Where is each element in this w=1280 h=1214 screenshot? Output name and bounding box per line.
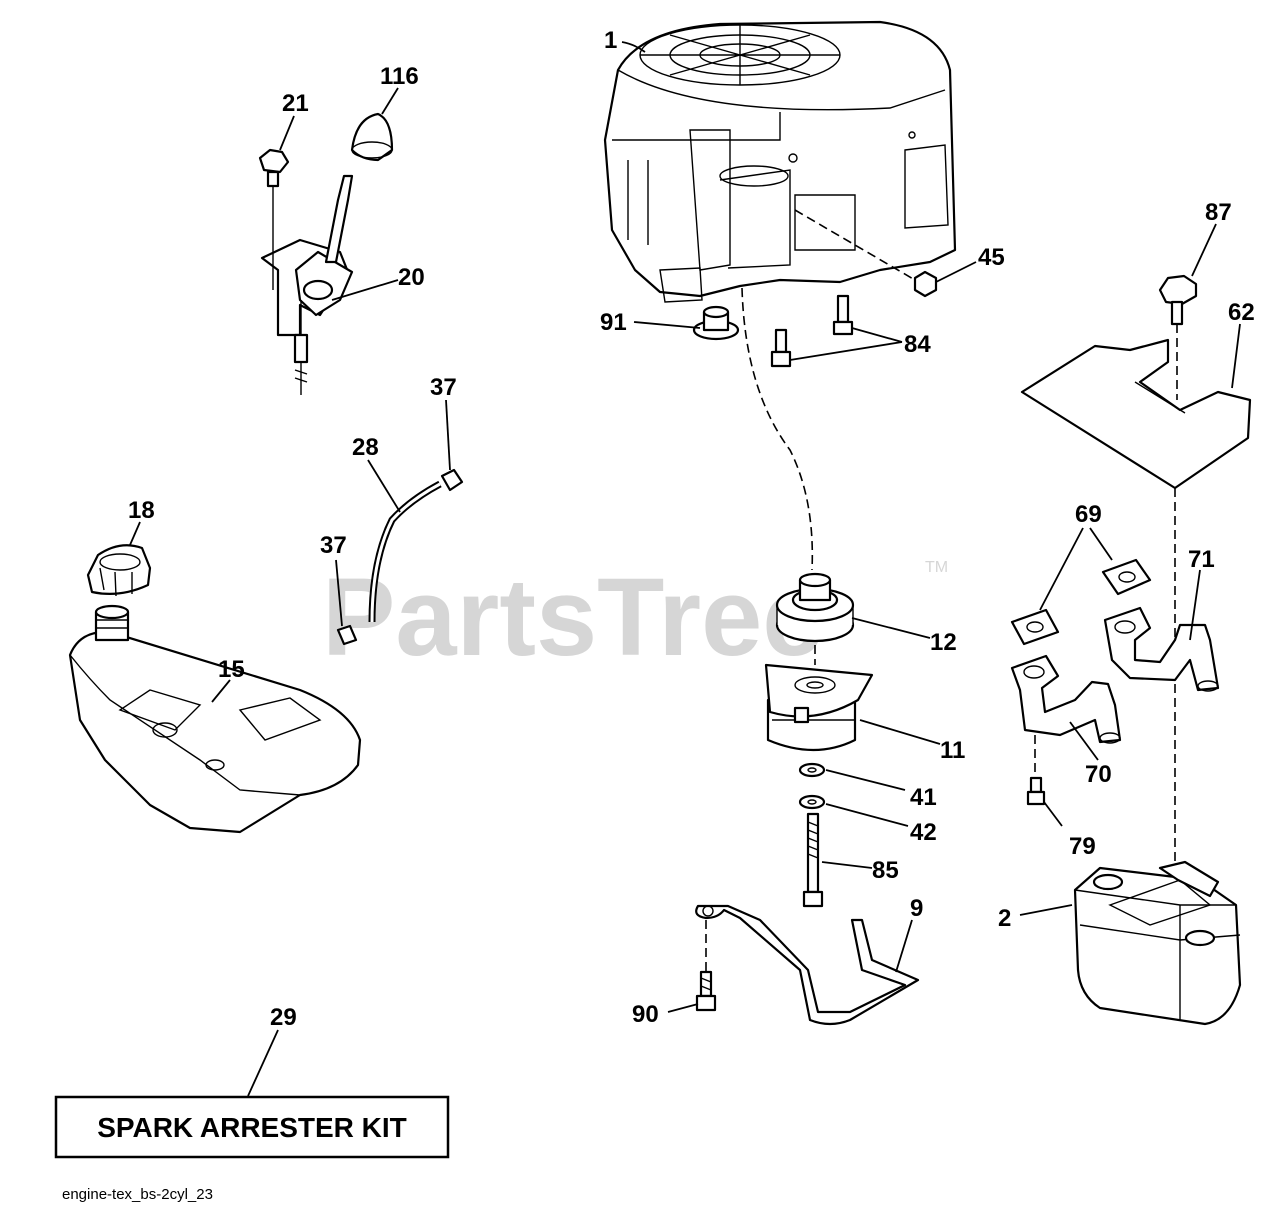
leader-85 [821, 861, 873, 869]
leader-11 [859, 719, 941, 745]
clutch-11-part[interactable] [764, 663, 874, 752]
muffler-2-part[interactable] [1073, 860, 1242, 1026]
knob-87-part[interactable] [1158, 274, 1198, 326]
leader-87 [1191, 223, 1217, 277]
leader-69a [1039, 527, 1084, 611]
callout-29: 29 [270, 1004, 297, 1031]
callout-116: 116 [380, 63, 419, 90]
bracket-9-part[interactable] [695, 904, 920, 1026]
fuel-tank-15-part[interactable] [68, 604, 362, 834]
fuel-cap-18-part[interactable] [86, 544, 152, 597]
spark-arrester-kit-box[interactable]: SPARK ARRESTER KIT [54, 1095, 450, 1159]
leader-29 [247, 1029, 279, 1097]
leader-71 [1189, 569, 1201, 641]
callout-20: 20 [398, 264, 425, 291]
leader-15 [211, 679, 231, 703]
watermark-trademark: TM [925, 559, 948, 576]
leader-37a [445, 399, 451, 471]
cable-end-part[interactable] [293, 333, 309, 383]
diagram-code: engine-tex_bs-2cyl_23 [62, 1186, 213, 1203]
leader-1 [621, 41, 646, 53]
spark-arrester-kit-label: SPARK ARRESTER KIT [97, 1112, 407, 1143]
fuel-line-28-part[interactable] [368, 480, 442, 623]
watermark-text: PartsTree [322, 556, 823, 679]
leader-69b [1089, 527, 1113, 561]
callout-69: 69 [1075, 501, 1102, 528]
leader-116 [381, 87, 399, 115]
callout-28: 28 [352, 434, 379, 461]
leader-41 [825, 769, 906, 791]
engine-part[interactable] [603, 20, 957, 303]
nut-45-part[interactable] [913, 270, 938, 298]
callout-12: 12 [930, 629, 957, 656]
bolt-84-part[interactable] [770, 294, 854, 368]
gasket-69a-part[interactable] [1101, 558, 1152, 596]
callout-42: 42 [910, 819, 937, 846]
washer-42-part[interactable] [798, 794, 826, 810]
gasket-69b-part[interactable] [1010, 608, 1060, 646]
callout-71: 71 [1188, 546, 1215, 573]
callout-91: 91 [600, 309, 627, 336]
leader-42 [825, 803, 909, 827]
callout-45: 45 [978, 244, 1005, 271]
leader-62 [1231, 323, 1241, 389]
callout-62: 62 [1228, 299, 1255, 326]
callout-37-lower: 37 [320, 532, 347, 559]
leader-28 [367, 459, 401, 513]
callout-9: 9 [910, 895, 923, 922]
heat-shield-62-part[interactable] [1020, 338, 1252, 490]
callout-11: 11 [940, 737, 965, 764]
bolt-79-part[interactable] [1026, 776, 1046, 806]
throttle-control-20-part[interactable] [260, 174, 354, 337]
leader-12 [851, 617, 931, 639]
leader-37b [335, 559, 343, 627]
callout-85: 85 [872, 857, 899, 884]
leader-90 [667, 1003, 699, 1013]
leader-2 [1019, 904, 1073, 916]
exhaust-pipe-71-part[interactable] [1103, 606, 1220, 692]
leader-79 [1043, 801, 1063, 827]
leader-21 [279, 115, 295, 151]
callout-70: 70 [1085, 761, 1112, 788]
leader-45 [935, 261, 977, 283]
leader-91 [633, 321, 701, 329]
leader-70 [1069, 721, 1099, 761]
callout-1: 1 [604, 27, 617, 54]
callout-79: 79 [1069, 833, 1096, 860]
bolt-90-part[interactable] [695, 970, 717, 1012]
callout-90: 90 [632, 1001, 659, 1028]
hose-clamp-37a-part[interactable] [440, 468, 464, 492]
leader-18 [129, 521, 141, 546]
exhaust-pipe-70-part[interactable] [1010, 654, 1122, 744]
callout-87: 87 [1205, 199, 1232, 226]
shaft-centerline [741, 287, 814, 571]
callout-37-upper: 37 [430, 374, 457, 401]
knob-116-part[interactable] [350, 112, 394, 162]
callout-41: 41 [910, 784, 937, 811]
leader-9 [895, 919, 913, 973]
bushing-91-part[interactable] [692, 305, 740, 341]
callout-15: 15 [218, 656, 245, 683]
callout-2: 2 [998, 905, 1011, 932]
bolt-21-part[interactable] [258, 148, 290, 188]
pulley-12-part[interactable] [775, 572, 855, 643]
leader-20 [331, 279, 399, 301]
washer-41-part[interactable] [798, 762, 826, 778]
hose-clamp-37b-part[interactable] [336, 624, 358, 646]
callout-84: 84 [904, 331, 931, 358]
callout-21: 21 [282, 90, 309, 117]
callout-18: 18 [128, 497, 155, 524]
bolt-85-part[interactable] [802, 812, 824, 908]
leader-84 [789, 327, 903, 361]
